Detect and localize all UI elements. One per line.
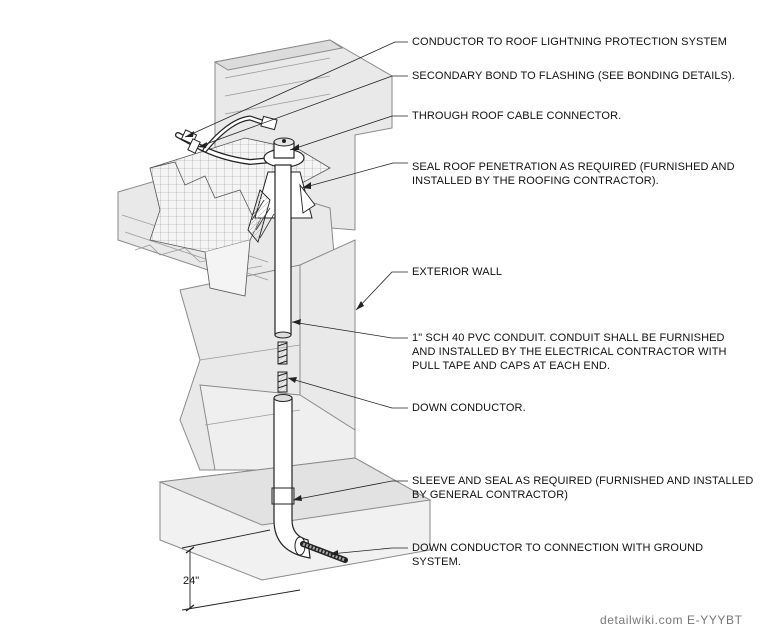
upper-pvc-conduit — [274, 164, 292, 339]
label-down-conductor: DOWN CONDUCTOR. — [412, 402, 526, 414]
label-ground-line2: SYSTEM. — [412, 556, 461, 568]
label-through-roof-connector: THROUGH ROOF CABLE CONNECTOR. — [412, 110, 622, 122]
label-pvc-line3: PULL TAPE AND CAPS AT EACH END. — [412, 360, 611, 372]
label-seal-roof-line2: INSTALLED BY THE ROOFING CONTRACTOR). — [412, 175, 659, 187]
leader-lines — [184, 41, 408, 555]
label-seal-roof-line1: SEAL ROOF PENETRATION AS REQUIRED (FURNI… — [412, 161, 735, 173]
lower-pvc-conduit — [271, 394, 311, 559]
label-pvc-line1: 1" SCH 40 PVC CONDUIT. CONDUIT SHALL BE … — [412, 332, 725, 344]
label-conductor-to-roof: CONDUCTOR TO ROOF LIGHTNING PROTECTION S… — [412, 36, 727, 48]
label-sleeve-line1: SLEEVE AND SEAL AS REQUIRED (FURNISHED A… — [412, 475, 754, 487]
through-roof-cable-connector — [260, 115, 305, 168]
dimension-label: 24" — [183, 575, 200, 587]
dimension-24-in — [181, 529, 301, 612]
ground-conductor — [300, 541, 348, 563]
footer-watermark: detailwiki.com E-YYYBT — [600, 613, 743, 627]
label-exterior-wall: EXTERIOR WALL — [412, 266, 503, 278]
label-secondary-bond: SECONDARY BOND TO FLASHING (SEE BONDING … — [412, 70, 735, 82]
label-pvc-line2: AND INSTALLED BY THE ELECTRICAL CONTRACT… — [412, 346, 727, 358]
down-conductor-break — [277, 341, 288, 393]
roof-conductor-cable — [175, 115, 275, 166]
label-ground-line1: DOWN CONDUCTOR TO CONNECTION WITH GROUND — [412, 542, 704, 554]
label-sleeve-line2: BY GENERAL CONTRACTOR) — [412, 489, 569, 501]
leader-arrowheads — [185, 131, 364, 556]
